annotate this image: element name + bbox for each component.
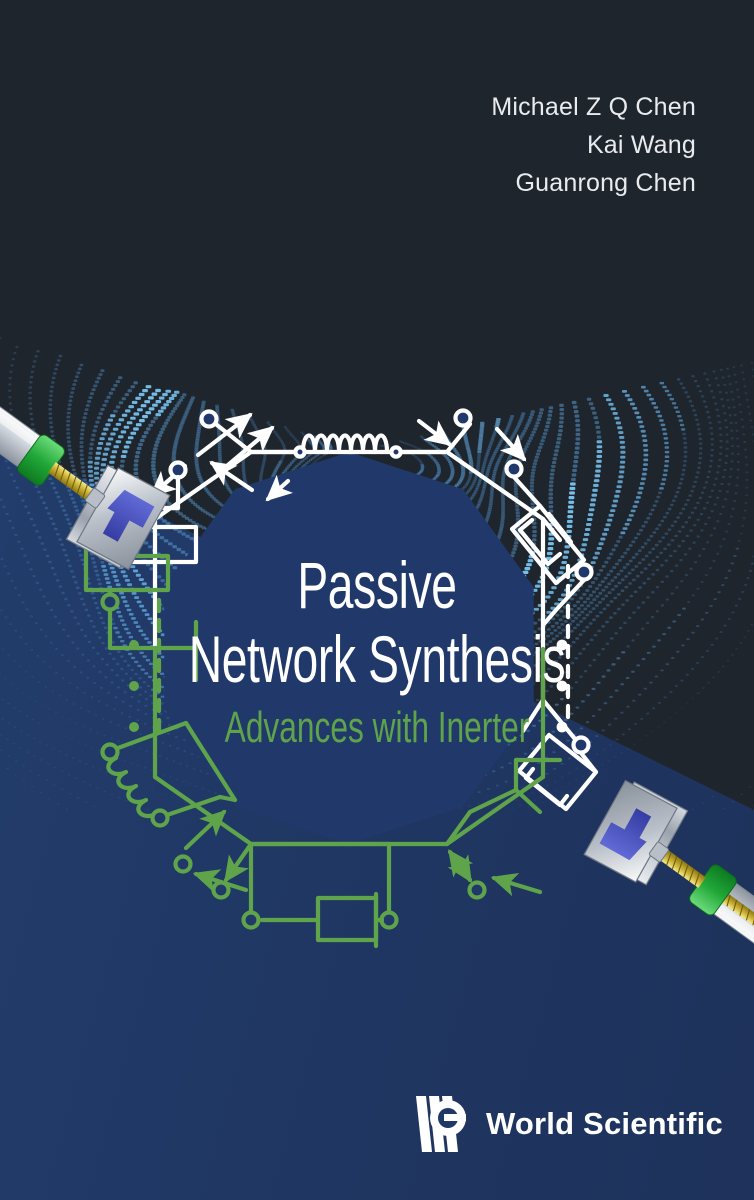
- world-scientific-logo-icon: [416, 1096, 466, 1152]
- green-dot-column: [129, 640, 139, 732]
- inductor-coil-top: [300, 433, 390, 455]
- central-polygon-panel: [164, 452, 534, 844]
- green-inductor-block: [100, 720, 238, 828]
- node: [150, 808, 170, 828]
- node: [211, 880, 231, 900]
- authors-block: Michael Z Q Chen Kai Wang Guanrong Chen: [491, 88, 696, 202]
- white-circuit-branches: [97, 408, 594, 723]
- publisher-block: World Scientific: [410, 1092, 723, 1156]
- author-3: Guanrong Chen: [515, 169, 696, 197]
- node: [241, 910, 261, 930]
- node: [467, 880, 487, 900]
- publisher-name: World Scientific: [486, 1106, 723, 1141]
- node: [199, 409, 219, 429]
- node: [173, 854, 193, 874]
- author-2: Kai Wang: [586, 131, 696, 159]
- damper-symbol-right: [509, 503, 587, 586]
- node: [504, 459, 524, 479]
- node: [100, 592, 120, 612]
- node: [574, 562, 594, 582]
- green-circuit-branches: [83, 505, 563, 949]
- inerter-device-bottom-right: [583, 779, 754, 974]
- inerter-device-top-left: [0, 385, 171, 571]
- author-1: Michael Z Q Chen: [491, 93, 696, 121]
- node: [453, 408, 473, 428]
- damper-symbol-bottom: [241, 841, 399, 949]
